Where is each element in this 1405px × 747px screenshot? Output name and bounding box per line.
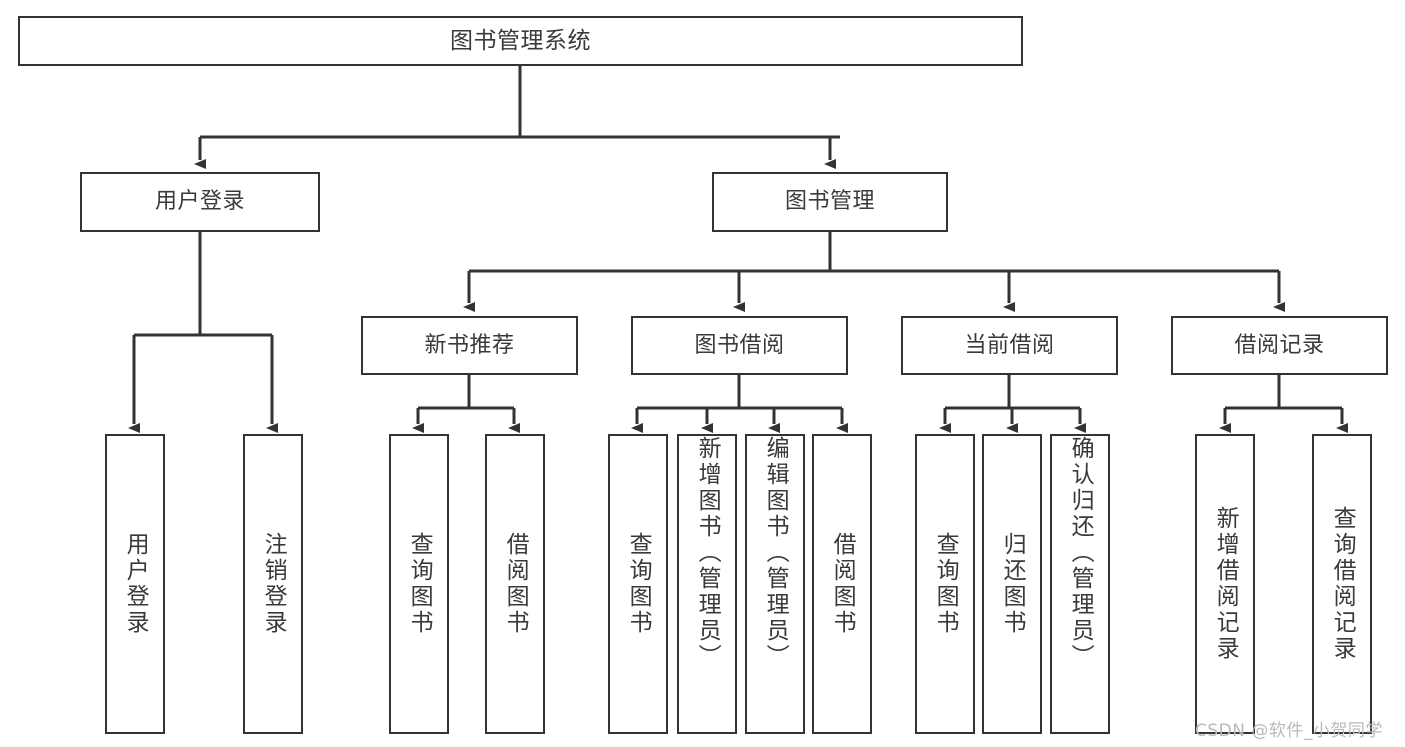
leaf-query-book-3[interactable]: 查询图书 [915,434,975,734]
node-book-borrow[interactable]: 图书借阅 [631,316,848,375]
leaf-add-record-label: 新增借阅记录 [1212,506,1239,662]
node-borrow-record[interactable]: 借阅记录 [1171,316,1388,375]
leaf-query-book-3-label: 查询图书 [932,532,959,636]
node-borrow-record-label: 借阅记录 [1234,332,1325,358]
leaf-user-login-label: 用户登录 [122,532,149,636]
leaf-query-record[interactable]: 查询借阅记录 [1312,434,1372,734]
leaf-edit-book-label: 编辑图书（管理员） [762,436,789,670]
node-user-login[interactable]: 用户登录 [80,172,320,232]
node-user-login-label: 用户登录 [154,189,245,215]
leaf-add-book[interactable]: 新增图书（管理员） [677,434,737,734]
leaf-return-book[interactable]: 归还图书 [982,434,1042,734]
leaf-query-book-1[interactable]: 查询图书 [389,434,449,734]
leaf-logout-login[interactable]: 注销登录 [243,434,303,734]
leaf-add-record[interactable]: 新增借阅记录 [1195,434,1255,734]
leaf-return-book-label: 归还图书 [999,532,1026,636]
leaf-borrow-book-1-label: 借阅图书 [502,532,529,636]
node-new-book-recommend-label: 新书推荐 [424,332,515,358]
node-current-borrow-label: 当前借阅 [964,332,1055,358]
csdn-watermark: CSDN @软件_小贺同学 [1195,721,1383,741]
node-current-borrow[interactable]: 当前借阅 [901,316,1118,375]
node-book-manage[interactable]: 图书管理 [712,172,948,232]
leaf-confirm-return-label: 确认归还（管理员） [1067,436,1094,670]
leaf-add-book-label: 新增图书（管理员） [694,436,721,670]
node-root[interactable]: 图书管理系统 [18,16,1023,66]
leaf-borrow-book-2[interactable]: 借阅图书 [812,434,872,734]
leaf-query-record-label: 查询借阅记录 [1329,506,1356,662]
node-book-manage-label: 图书管理 [784,189,875,215]
leaf-borrow-book-2-label: 借阅图书 [829,532,856,636]
leaf-user-login[interactable]: 用户登录 [105,434,165,734]
leaf-confirm-return[interactable]: 确认归还（管理员） [1050,434,1110,734]
leaf-query-book-2-label: 查询图书 [625,532,652,636]
leaf-borrow-book-1[interactable]: 借阅图书 [485,434,545,734]
node-new-book-recommend[interactable]: 新书推荐 [361,316,578,375]
leaf-logout-login-label: 注销登录 [260,532,287,636]
node-root-label: 图书管理系统 [450,27,591,54]
leaf-query-book-1-label: 查询图书 [406,532,433,636]
leaf-edit-book[interactable]: 编辑图书（管理员） [745,434,805,734]
node-book-borrow-label: 图书借阅 [694,332,785,358]
leaf-query-book-2[interactable]: 查询图书 [608,434,668,734]
